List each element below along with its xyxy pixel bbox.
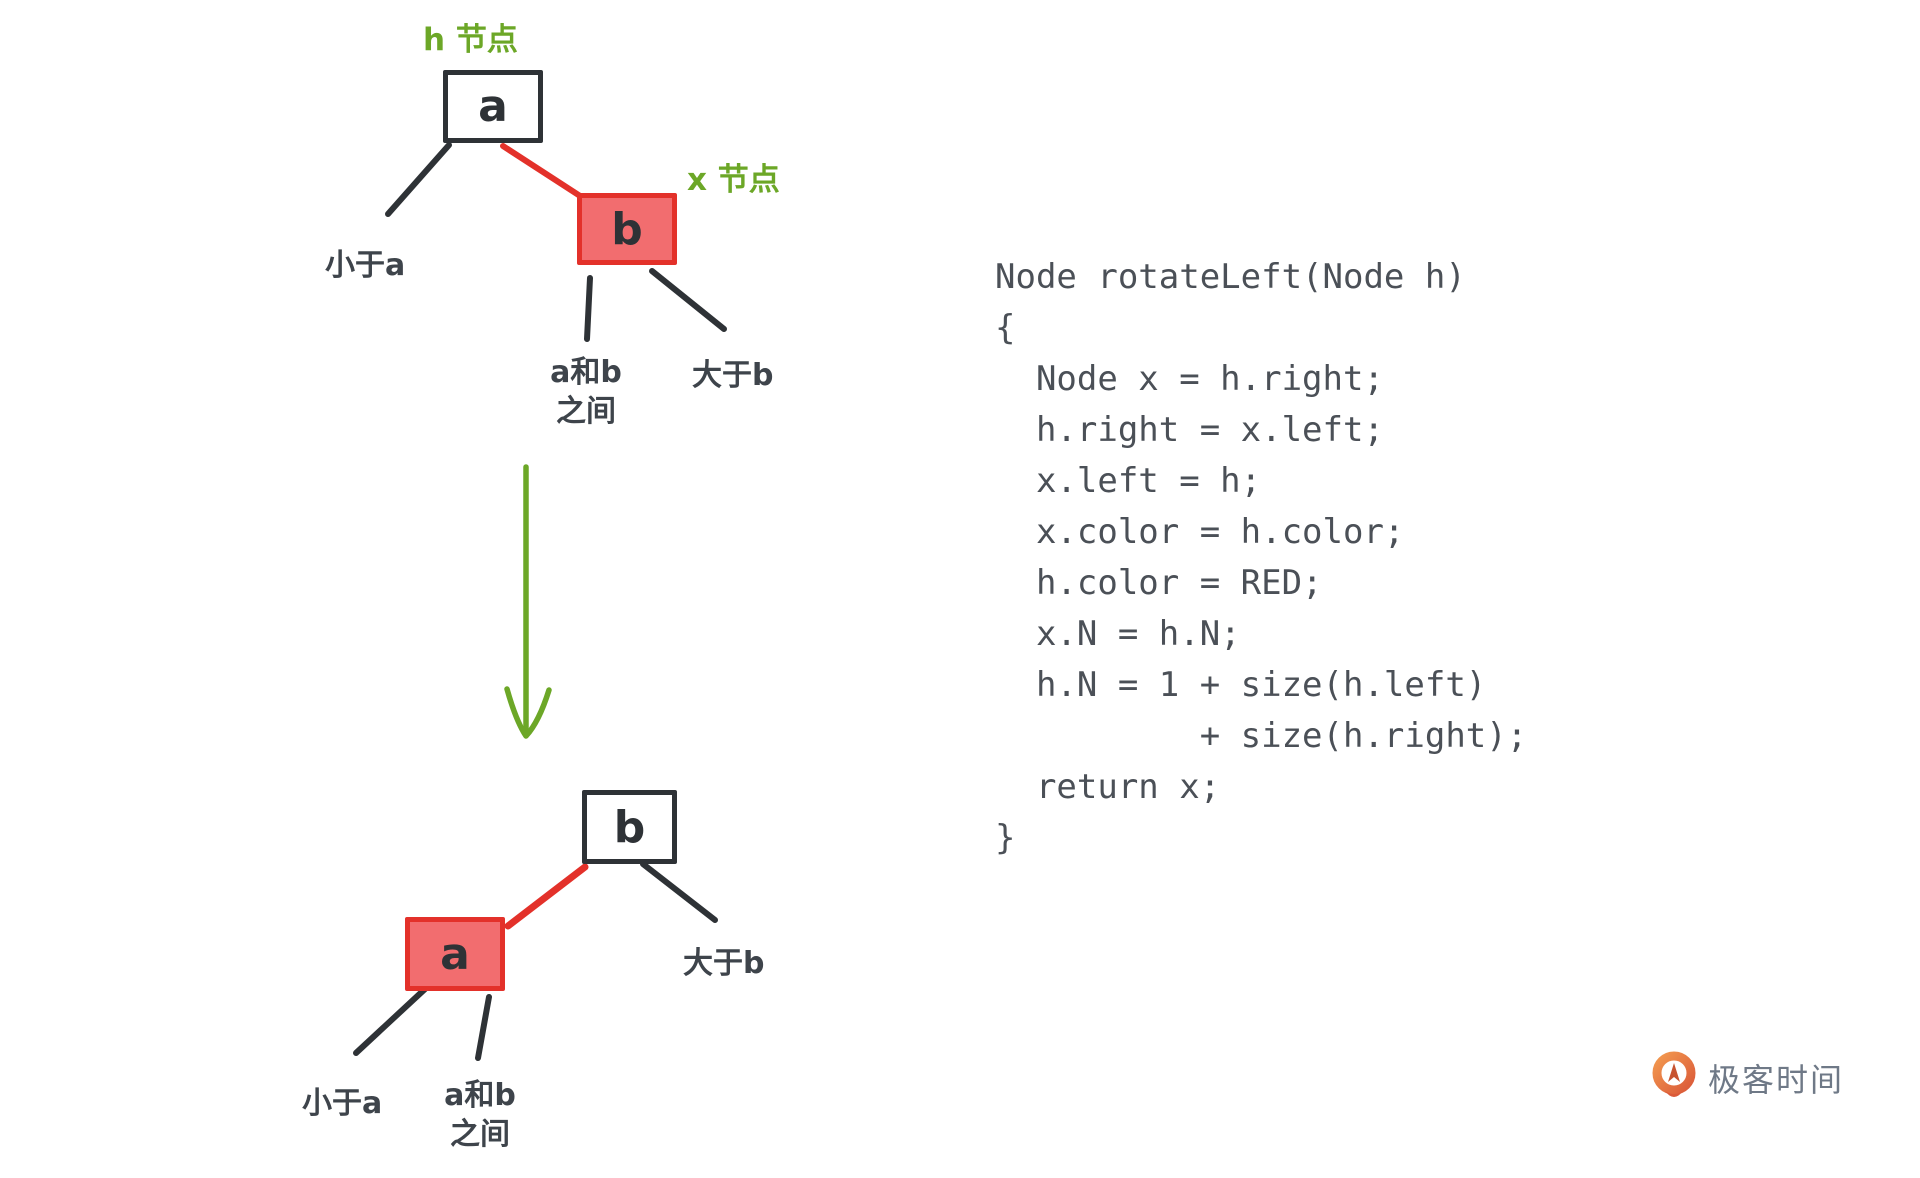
label-between-ab-after-line2: 之间 — [450, 1117, 510, 1152]
label-less-than-a-after: 小于a — [302, 1086, 383, 1121]
node-a-before-letter: a — [478, 81, 508, 132]
label-greater-than-b-before: 大于b — [692, 358, 774, 393]
label-between-ab-after-line1: a和b — [444, 1078, 516, 1113]
label-between-ab-before-line2: 之间 — [556, 394, 616, 429]
label-between-ab-before: a和b 之间 — [546, 353, 626, 431]
edge-b-right-child-rotated — [640, 861, 718, 923]
node-b-before: b — [577, 193, 677, 265]
node-a-after: a — [405, 917, 505, 991]
label-greater-than-b-after: 大于b — [683, 946, 765, 981]
label-between-ab-after: a和b 之间 — [440, 1076, 520, 1154]
edge-a-mid-child-rotated — [475, 994, 492, 1061]
label-between-ab-before-line1: a和b — [550, 355, 622, 390]
label-x-node: x 节点 — [687, 162, 780, 198]
node-b-after-letter: b — [613, 801, 646, 853]
edge-b-right-child — [649, 268, 727, 332]
geektime-logo: 极客时间 — [1651, 1051, 1844, 1104]
node-a-before: a — [443, 70, 543, 143]
node-b-before-letter: b — [611, 203, 643, 255]
edge-a-left-child-rotated — [353, 986, 428, 1056]
edge-a-left-child — [385, 142, 452, 217]
rotate-transform-arrow-head — [504, 686, 552, 739]
node-b-after: b — [582, 790, 677, 864]
label-h-node: h 节点 — [423, 22, 518, 58]
label-less-than-a-before: 小于a — [325, 248, 406, 283]
edge-b-left-child — [584, 275, 593, 342]
node-a-after-letter: a — [440, 928, 470, 980]
edge-b-to-a-red-link-rotated — [504, 863, 589, 930]
geektime-pin-icon — [1652, 1051, 1696, 1097]
code-block: Node rotateLeft(Node h) { Node x = h.rig… — [995, 257, 1528, 858]
geektime-logo-text: 极客时间 — [1708, 1060, 1845, 1099]
